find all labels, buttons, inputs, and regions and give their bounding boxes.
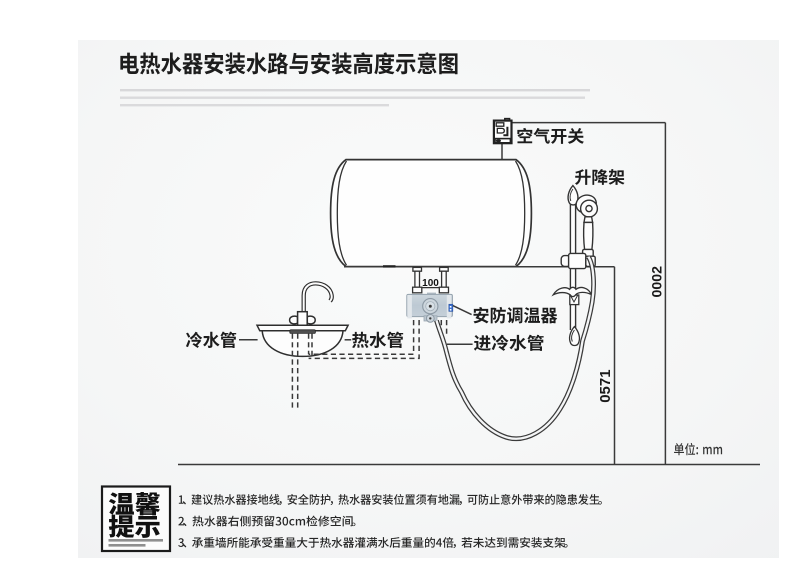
- svg-text:100: 100: [422, 278, 439, 289]
- svg-text:0571: 0571: [597, 369, 614, 402]
- svg-text:0002: 0002: [649, 266, 665, 298]
